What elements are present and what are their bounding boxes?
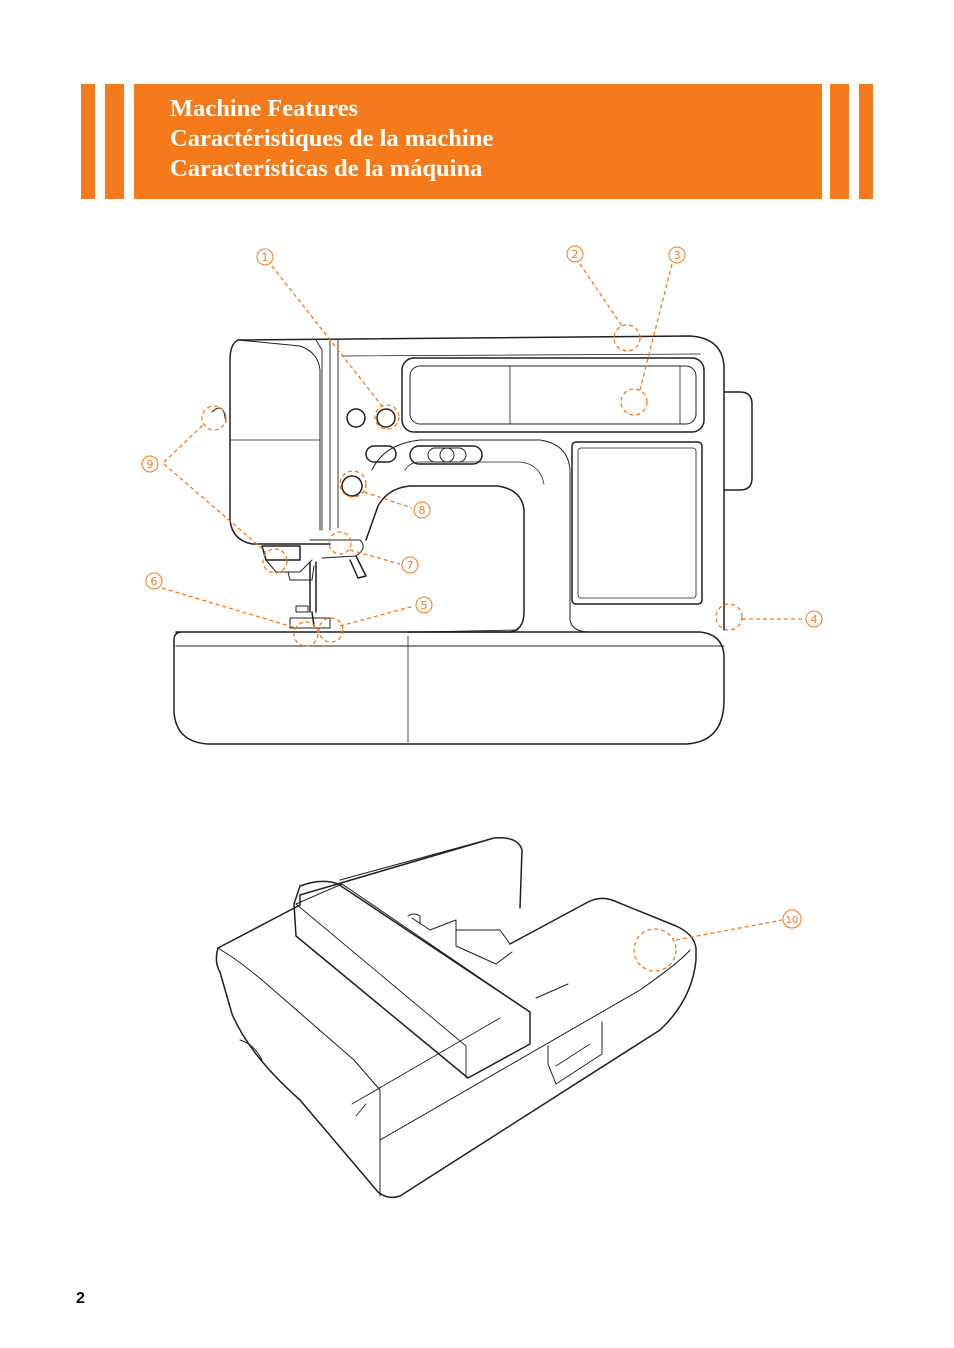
callout-target-8 [339,470,367,498]
callout-target-6 [293,621,319,647]
title-french: Caractéristiques de la machine [170,125,494,152]
callout-6: 6 [145,572,163,590]
callout-target-1 [374,404,400,430]
section-title: Machine Features Caractéristiques de la … [170,94,493,184]
leader-line-1 [271,265,383,407]
callout-1: 1 [256,248,274,266]
callout-target-4 [715,603,743,631]
banner-stripe-left-2 [105,84,124,199]
leader-line-2 [579,263,623,327]
callout-10: 10 [782,909,802,929]
leader-line-10 [675,919,783,941]
callout-number-6: 6 [151,575,158,588]
callout-target-7 [328,531,352,555]
callout-5: 5 [415,596,433,614]
callout-number-7: 7 [407,559,414,572]
callout-9: 9 [141,455,159,473]
callout-number-8: 8 [419,504,426,517]
callout-3: 3 [668,246,686,264]
callout-target-3 [620,388,648,416]
leader-line-9a [163,423,205,463]
callout-number-4: 4 [811,613,818,626]
callout-4: 4 [805,610,823,628]
banner-stripe-left-1 [81,84,95,199]
callout-2: 2 [566,245,584,263]
callout-target-5 [318,617,344,643]
callout-number-5: 5 [421,599,428,612]
callout-number-2: 2 [572,248,579,261]
leader-line-7 [349,549,401,565]
section-banner: Machine Features Caractéristiques de la … [134,84,822,199]
banner-stripe-right-2 [859,84,873,199]
callout-target-9b [262,548,288,574]
callout-target-10 [633,928,677,972]
title-spanish: Características de la máquina [170,155,483,182]
banner-stripe-right-1 [830,84,849,199]
leader-line-8 [363,491,413,509]
leader-line-6 [161,587,297,629]
callout-number-10: 10 [786,915,799,926]
callout-number-1: 1 [262,251,269,264]
leader-line-5 [339,605,415,627]
page-number: 2 [76,1290,85,1307]
leader-line-9b [163,463,267,553]
leader-line-3 [639,263,673,391]
callout-number-9: 9 [147,458,154,471]
callout-8: 8 [413,501,431,519]
callout-number-3: 3 [674,249,681,262]
callout-target-9a [201,405,227,431]
callout-7: 7 [401,556,419,574]
title-english: Machine Features [170,95,359,122]
callout-target-2 [613,324,641,352]
